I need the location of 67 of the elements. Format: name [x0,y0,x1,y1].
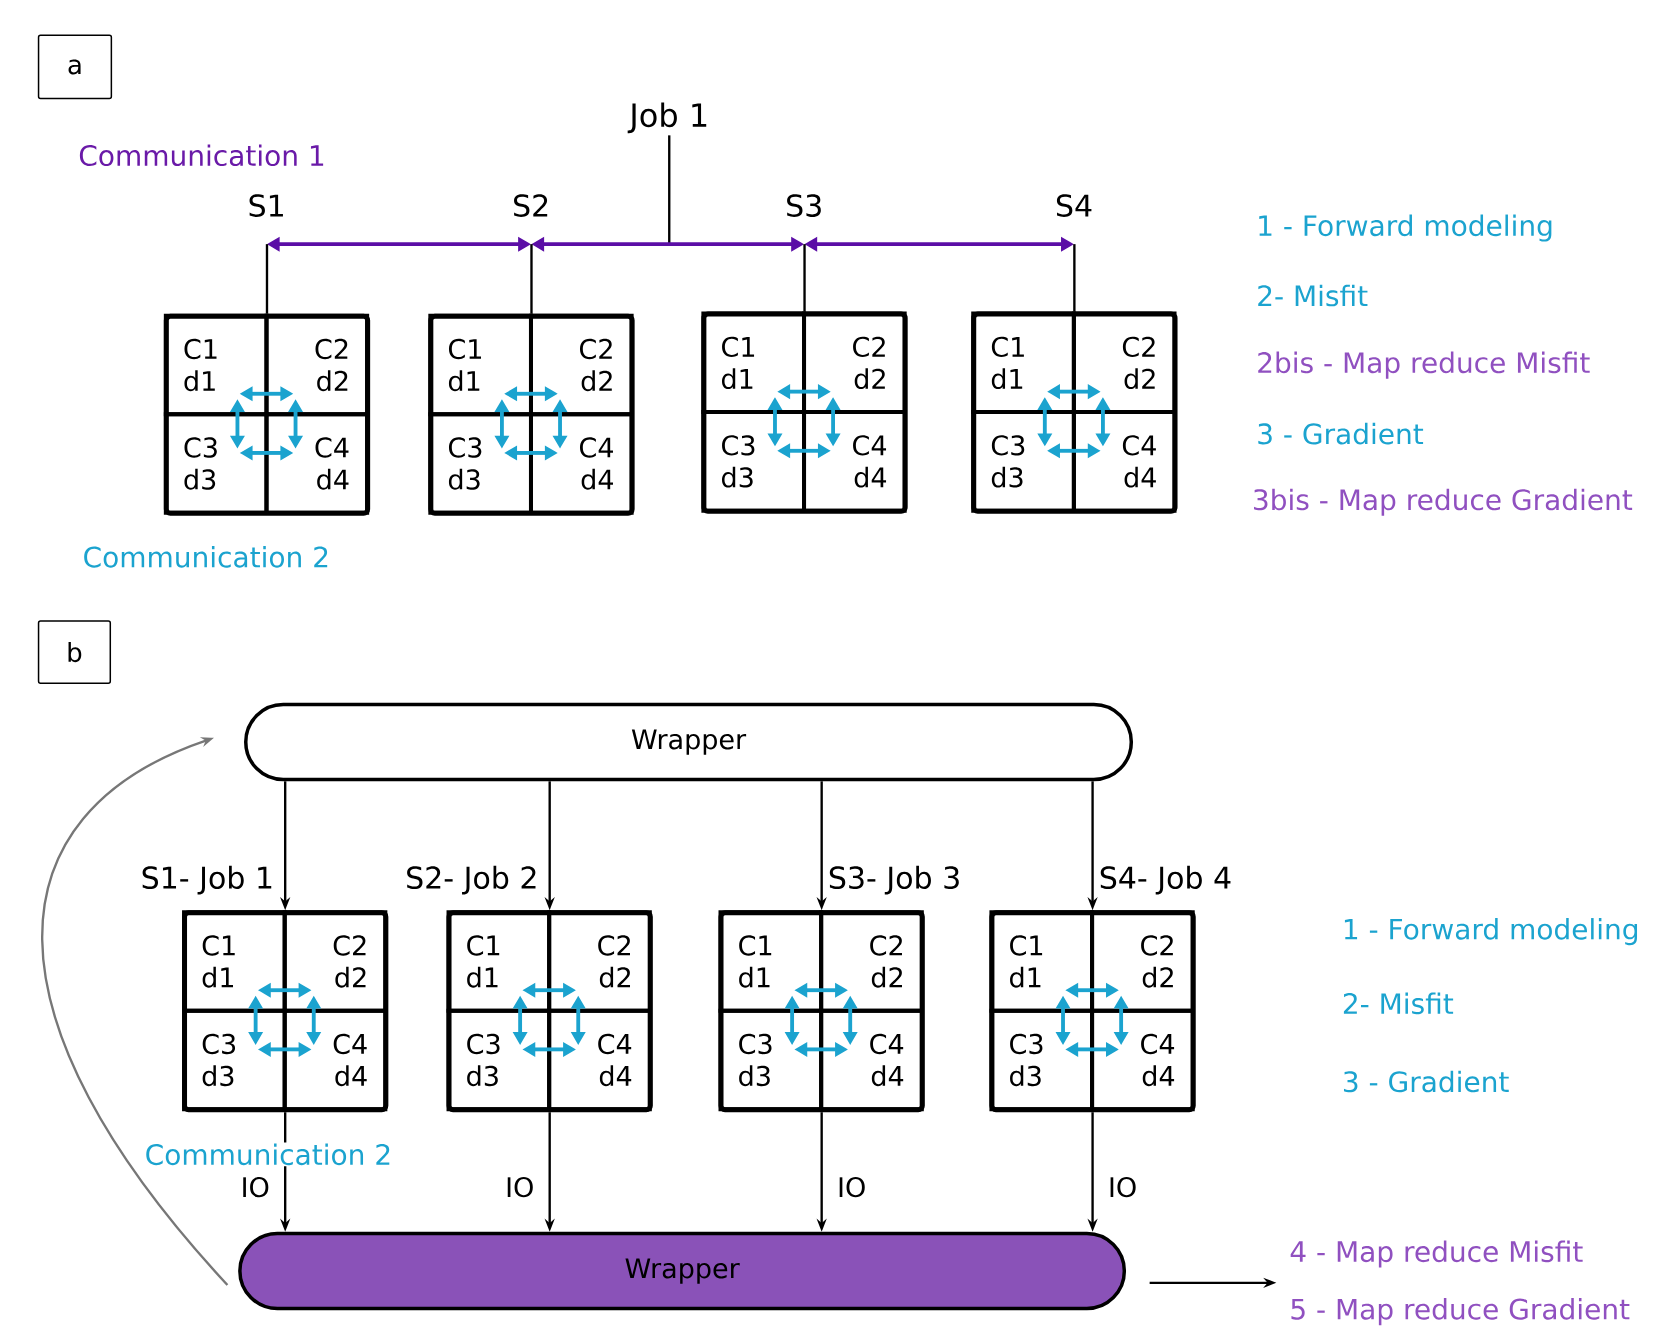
cell-box: C1 d1 [428,313,533,416]
cell-box: C4 d4 [264,412,370,515]
cell-box: C1 d1 [718,909,824,1013]
cell-box: C2 d2 [529,313,634,416]
cell-box: C4 d4 [282,1008,388,1111]
cell-box: C2 d2 [819,909,924,1013]
connector-line [530,243,533,314]
annotation-text: Communication 1 [77,143,327,167]
cell-box: C1 d1 [163,313,269,416]
node-label: S3- Job 3 [829,865,959,895]
cell-box: C3 d3 [446,1008,552,1111]
server-label: S4 [1056,194,1092,217]
connector-line [668,135,671,244]
cell-box: C4 d4 [1071,409,1177,513]
server-label: S2 [514,194,548,217]
annotation-text: Communication 2 [143,1142,394,1166]
node-label: S4- Job 4 [1100,865,1231,895]
job-label: Job 1 [627,102,707,133]
cell-box: C3 d3 [428,412,533,515]
cell-box: C4 d4 [819,1008,924,1111]
cell-box: C1 d1 [446,909,552,1013]
cell-box: C4 d4 [547,1008,652,1111]
cell-box: C1 d1 [182,909,287,1013]
node-label: S2- Job 2 [407,865,536,895]
cell-box: C4 d4 [802,409,907,513]
cell-box: C2 d2 [802,311,907,414]
cell-box: C3 d3 [163,412,269,515]
annotation-text: 1 - Forward modeling [1340,916,1641,946]
cell-box: C2 d2 [264,313,370,416]
panel-label: b [37,620,112,684]
server-label: S1 [249,194,283,217]
cell-box: C2 d2 [547,909,652,1013]
cell-box: C2 d2 [282,909,388,1013]
annotation-text: 2bis - Map reduce Misfit [1255,350,1592,380]
node-label: S1- Job 1 [142,865,272,895]
server-label: S3 [787,194,821,217]
edge-label: IO [836,1175,868,1199]
connector-line [265,243,269,314]
panel-label: a [37,34,113,100]
annotation-text: 1 - Forward modeling [1255,213,1555,243]
cell-box: C2 d2 [1090,909,1195,1013]
arrow [41,736,229,1286]
edge-label: IO [504,1175,536,1199]
wrapper-box: Wrapper [238,1231,1127,1311]
result-text: 4 - Map reduce Misfit 5 - Map reduce Gradient [1290,1240,1630,1325]
cell-box: C3 d3 [182,1008,287,1111]
cell-box: C1 d1 [701,311,807,414]
annotation-text: 2- Misfit [1340,991,1455,1015]
annotation-text: 3 - Gradient [1340,1069,1511,1094]
wrapper-box: Wrapper [244,702,1134,782]
annotation-text: 3bis - Map reduce Gradient [1250,487,1634,517]
edge-label: IO [1106,1175,1139,1199]
connector-line [1073,243,1076,312]
cell-box: C3 d3 [971,409,1076,513]
annotation-text: Communication 2 [81,544,331,569]
cell-box: C4 d4 [1090,1008,1195,1111]
edge-label: IO [239,1175,271,1199]
cell-box: C2 d2 [1071,311,1177,414]
annotation-text: 3 - Gradient [1255,421,1425,446]
cell-box: C1 d1 [989,909,1095,1013]
connector-line [803,243,806,312]
cell-box: C3 d3 [718,1008,824,1111]
cell-box: C4 d4 [529,412,634,515]
annotation-text: 2- Misfit [1255,283,1370,308]
cell-box: C1 d1 [971,311,1076,414]
cell-box: C3 d3 [701,409,807,513]
cell-box: C3 d3 [989,1008,1095,1111]
